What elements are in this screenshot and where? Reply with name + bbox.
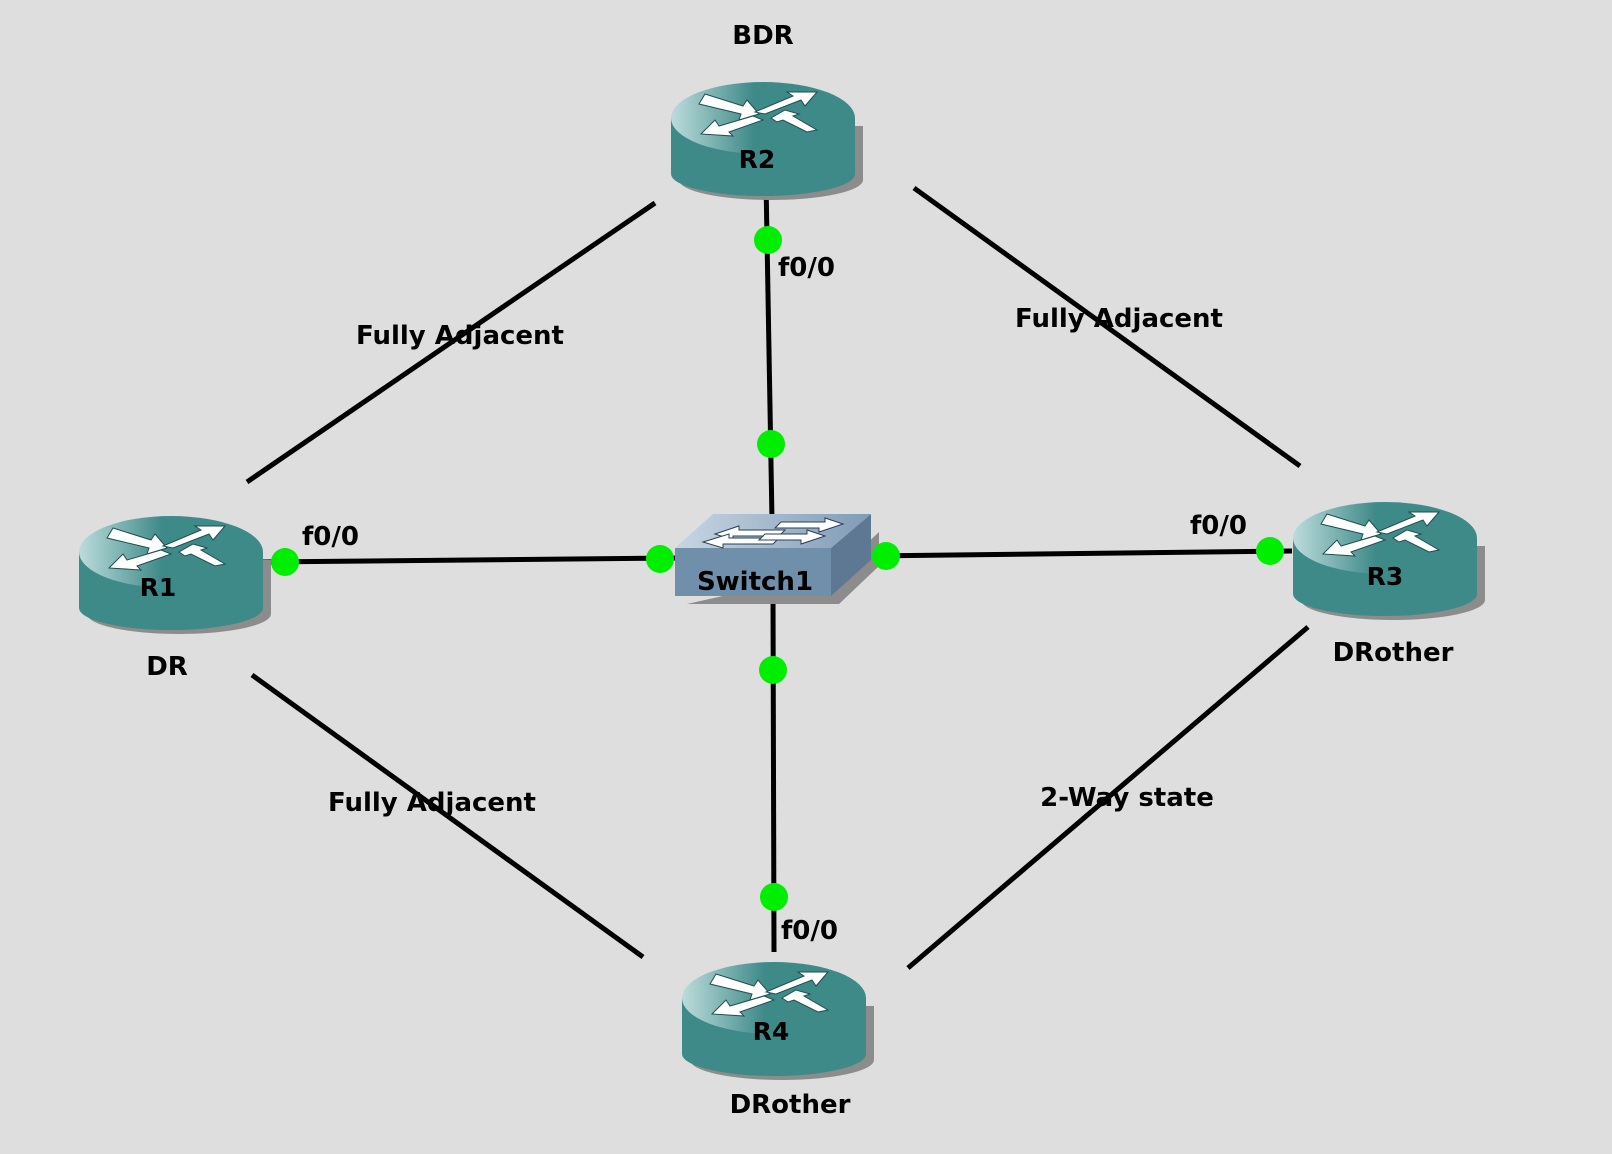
adjacency-line-r1-r4[interactable] bbox=[250, 672, 645, 960]
adjacency-line-r1-r2[interactable] bbox=[245, 200, 657, 485]
router-r3-name: R3 bbox=[1367, 562, 1404, 591]
router-r4-port-label: f0/0 bbox=[781, 916, 838, 946]
router-r3[interactable] bbox=[1292, 501, 1486, 621]
link-r3-switch[interactable] bbox=[865, 548, 1293, 559]
link-r1-switch[interactable] bbox=[261, 555, 681, 565]
port-dot-switch-left[interactable] bbox=[646, 545, 674, 573]
router-r4-role: DRother bbox=[730, 1090, 851, 1120]
port-dot-switch-top[interactable] bbox=[757, 430, 785, 458]
port-dot-r2-f0-0[interactable] bbox=[754, 226, 782, 254]
port-dot-r3-f0-0[interactable] bbox=[1256, 537, 1284, 565]
router-r4-name: R4 bbox=[753, 1017, 790, 1046]
router-r1-role: DR bbox=[146, 652, 188, 682]
port-indicators bbox=[271, 226, 1284, 911]
router-icon bbox=[1292, 501, 1486, 621]
port-dot-switch-bottom[interactable] bbox=[759, 656, 787, 684]
router-r1-name: R1 bbox=[140, 573, 177, 602]
router-r1-port-label: f0/0 bbox=[302, 522, 359, 552]
adjacency-label-r1-r2: Fully Adjacent bbox=[356, 321, 564, 351]
adjacency-line-r2-r3[interactable] bbox=[912, 185, 1302, 469]
router-r2[interactable] bbox=[670, 81, 864, 201]
router-r3-port-label: f0/0 bbox=[1190, 511, 1247, 541]
port-dot-r4-f0-0[interactable] bbox=[760, 883, 788, 911]
router-icon bbox=[670, 81, 864, 201]
adjacency-lines bbox=[245, 185, 1310, 970]
router-r2-name: R2 bbox=[739, 145, 776, 174]
adjacency-label-r2-r3: Fully Adjacent bbox=[1015, 304, 1223, 334]
port-dot-r1-f0-0[interactable] bbox=[271, 548, 299, 576]
adjacency-line-r3-r4[interactable] bbox=[906, 625, 1310, 970]
router-r3-role: DRother bbox=[1333, 638, 1454, 668]
switch-name: Switch1 bbox=[697, 567, 813, 597]
router-r2-role: BDR bbox=[732, 21, 793, 51]
adjacency-label-r1-r4: Fully Adjacent bbox=[328, 788, 536, 818]
port-dot-switch-right[interactable] bbox=[872, 542, 900, 570]
adjacency-label-r3-r4: 2-Way state bbox=[1040, 783, 1214, 813]
router-r2-port-label: f0/0 bbox=[778, 253, 835, 283]
